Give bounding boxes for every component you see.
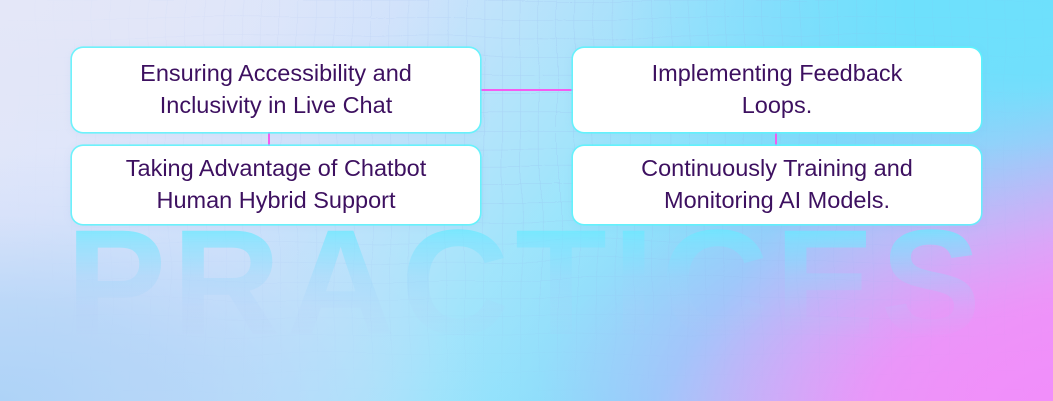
card-line-2: Loops. [741, 92, 813, 118]
background-watermark-text: PRACTICES [0, 207, 1053, 357]
card-text-block: Implementing Feedback Loops. [652, 58, 903, 122]
card-line-1: Ensuring Accessibility and [140, 60, 412, 87]
card-training-monitoring-ai[interactable]: Continuously Training and Monitoring AI … [573, 146, 981, 224]
card-line-1: Continuously Training and [641, 155, 913, 182]
card-text-block: Taking Advantage of Chatbot Human Hybrid… [126, 153, 427, 217]
card-line-2: Inclusivity in Live Chat [159, 92, 393, 118]
card-line-1: Taking Advantage of Chatbot [125, 155, 427, 182]
card-line-2: Human Hybrid Support [156, 187, 396, 213]
card-line-2: Monitoring AI Models. [664, 187, 890, 213]
card-chatbot-human-hybrid[interactable]: Taking Advantage of Chatbot Human Hybrid… [72, 146, 480, 224]
card-feedback-loops[interactable]: Implementing Feedback Loops. [573, 48, 981, 132]
card-accessibility-inclusivity[interactable]: Ensuring Accessibility and Inclusivity i… [72, 48, 480, 132]
connector-right-vertical [775, 131, 777, 154]
card-line-1: Implementing Feedback [651, 60, 903, 87]
connector-left-vertical [268, 131, 270, 154]
card-text-block: Continuously Training and Monitoring AI … [641, 153, 913, 217]
card-text-block: Ensuring Accessibility and Inclusivity i… [140, 58, 412, 122]
connector-top-horizontal [478, 89, 576, 91]
